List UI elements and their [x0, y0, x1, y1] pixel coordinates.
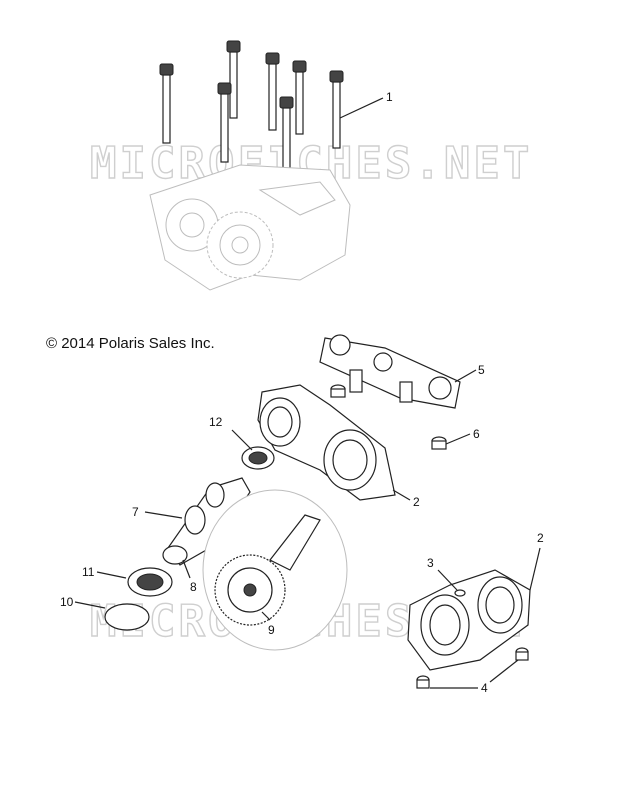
dowel-upper: [330, 384, 346, 398]
bolt: [217, 82, 232, 163]
leader-line: [529, 547, 541, 591]
callout-2-lower: 2: [537, 531, 544, 545]
bolt: [265, 52, 280, 131]
camshaft-7: [162, 477, 251, 566]
leader-line: [489, 659, 519, 683]
leader-line: [392, 489, 411, 501]
cam-cap-upper: [319, 334, 461, 409]
dowel-3: [454, 589, 466, 597]
snap-ring-10: [104, 603, 150, 631]
leader-line: [437, 569, 458, 591]
bearing-11: [127, 567, 173, 597]
callout-2-upper: 2: [413, 495, 420, 509]
leader-line: [182, 559, 191, 579]
callout-1: 1: [386, 90, 393, 104]
callout-12: 12: [209, 415, 223, 429]
callout-5: 5: [478, 363, 485, 377]
cam-carrier-upper: [257, 384, 396, 501]
leader-line: [445, 433, 471, 445]
leader-line: [231, 429, 253, 451]
cam-carrier-lower: [407, 569, 531, 671]
leader-line: [339, 97, 384, 119]
bearing-12: [241, 446, 275, 470]
camshaft-gear-assembly-9: [202, 489, 348, 651]
leader-line: [144, 511, 183, 519]
copyright-notice: © 2014 Polaris Sales Inc.: [46, 335, 215, 352]
leader-line: [261, 611, 271, 621]
bolt-group: [159, 40, 344, 177]
callout-3: 3: [427, 556, 434, 570]
callout-4: 4: [481, 681, 488, 695]
bolt: [159, 63, 174, 144]
callout-7: 7: [132, 505, 139, 519]
leader-line: [74, 601, 106, 609]
bolt: [226, 40, 241, 119]
callout-6: 6: [473, 427, 480, 441]
cylinder-head-ghost: [149, 164, 351, 291]
dowel-6: [431, 436, 447, 450]
bolt: [329, 70, 344, 149]
callout-9: 9: [268, 623, 275, 637]
bolt: [292, 60, 307, 135]
callout-8: 8: [190, 580, 197, 594]
callout-11: 11: [82, 565, 95, 579]
leader-line: [454, 369, 477, 383]
leader-line: [96, 571, 127, 579]
dowel-4a: [416, 675, 430, 689]
dowel-4b: [515, 647, 529, 661]
callout-10: 10: [60, 595, 74, 609]
